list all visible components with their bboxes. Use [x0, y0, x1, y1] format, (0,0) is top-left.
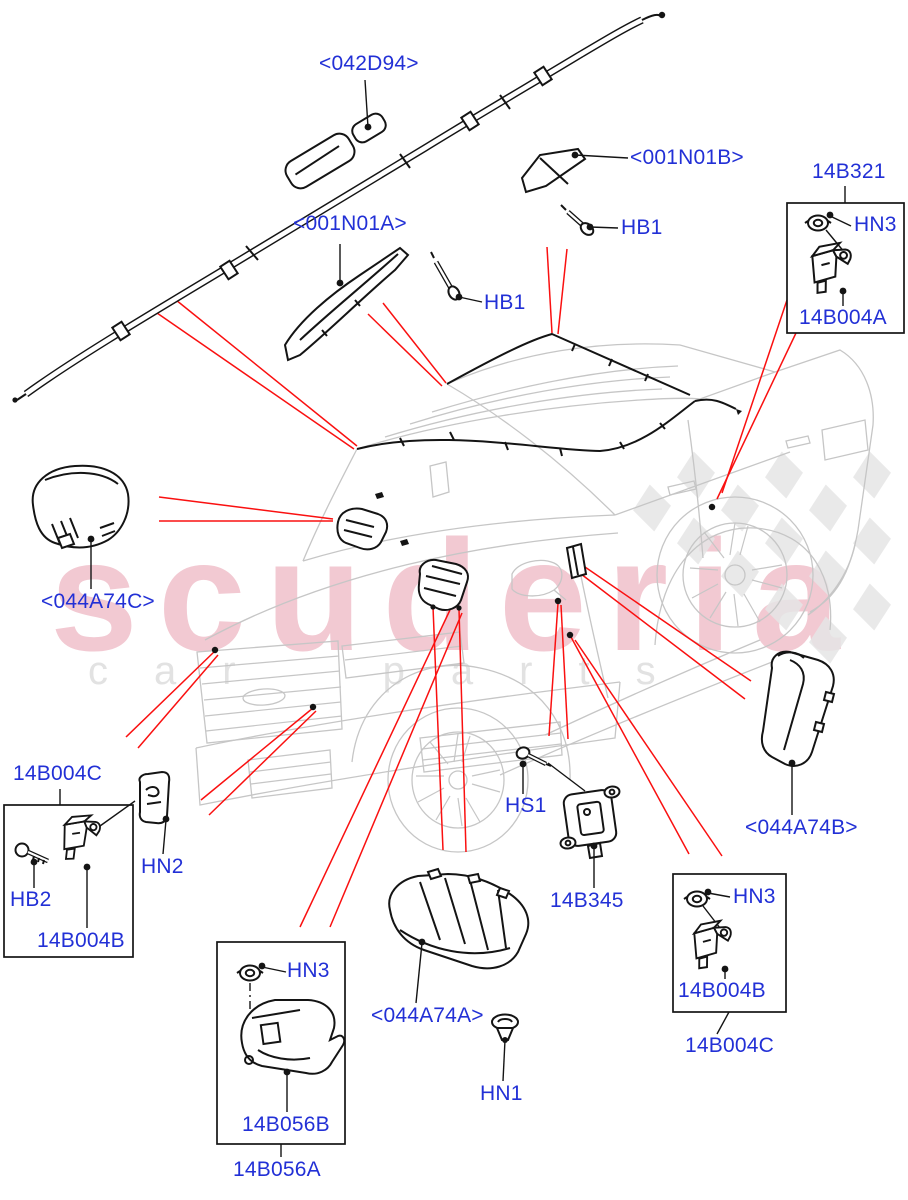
callout-hn2: HN2: [141, 855, 184, 878]
curtain-airbag-assembly: [12, 11, 666, 403]
detail-box-14B056: [216, 941, 346, 1145]
callout-14B004B-right: 14B004B: [678, 979, 766, 1002]
callout-001N01B: <001N01B>: [630, 146, 744, 169]
callout-hb1-top: HB1: [621, 216, 663, 239]
bracket-001N01A: [283, 246, 410, 362]
bolt-hb2: [14, 842, 49, 865]
side-airbag-044A74B: [760, 650, 836, 767]
black-leader-lines: [33, 79, 852, 1157]
callout-14B004C-left: 14B004C: [13, 762, 102, 785]
curtain-clips: [110, 65, 554, 342]
callout-hb1-mid: HB1: [484, 291, 526, 314]
red-locator-lines: [125, 246, 797, 928]
callout-14B004C-right: 14B004C: [685, 1034, 774, 1057]
leader-dots: [30, 123, 847, 1076]
bolt-hb1-top: [560, 204, 595, 236]
callout-14B345: 14B345: [550, 889, 624, 912]
module-14B056B: [240, 999, 346, 1075]
curtain-airbag-installed: [356, 332, 742, 457]
callout-044A74C: <044A74C>: [41, 590, 155, 613]
sensor-14B345: [559, 785, 621, 860]
impact-sensor-14B004A: [807, 239, 854, 297]
callout-hn3-box056: HN3: [287, 959, 330, 982]
clip-hn2: [138, 770, 171, 825]
callout-044A74A: <044A74A>: [371, 1004, 484, 1027]
callout-14B056A: 14B056A: [233, 1158, 321, 1181]
impact-sensor-14B004B-left: [56, 809, 104, 866]
nut-hn3-box321: [804, 214, 832, 232]
callout-hn3-box321: HN3: [854, 213, 897, 236]
callout-14B056B: 14B056B: [242, 1113, 330, 1136]
screw-hs1: [515, 746, 552, 767]
callout-hs1: HS1: [505, 794, 547, 817]
bracket-001N01B: [520, 147, 587, 194]
callout-14B321: 14B321: [812, 160, 886, 183]
watermark: scuderia car parts: [50, 451, 891, 693]
callout-hb2: HB2: [10, 888, 52, 911]
fastener-hn1: [491, 1013, 519, 1041]
impact-sensor-14B004B-right: [689, 917, 733, 973]
installed-small-parts: [211, 492, 716, 711]
passenger-airbag-044A74A: [388, 867, 530, 970]
callout-044A74B: <044A74B>: [745, 816, 858, 839]
driver-airbag-044A74C: [31, 464, 130, 550]
callout-001N01A: <001N01A>: [293, 212, 407, 235]
callout-hn3-right: HN3: [733, 885, 776, 908]
callout-14B004A: 14B004A: [799, 306, 887, 329]
detail-box-14B004C-left: [3, 800, 136, 958]
detail-box-14B004-right: [672, 873, 787, 1013]
callout-042D94: <042D94>: [319, 52, 419, 75]
callout-14B004B-left: 14B004B: [37, 929, 125, 952]
callout-hn1: HN1: [480, 1082, 523, 1105]
watermark-sub-text: car parts: [88, 649, 702, 693]
